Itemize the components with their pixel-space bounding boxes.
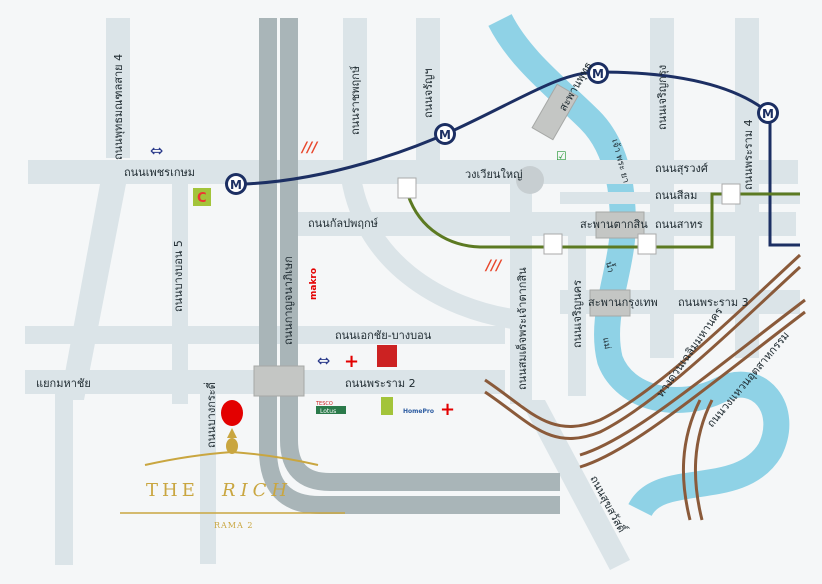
taksin-bridge	[595, 211, 645, 239]
svg-text:Lotus: Lotus	[320, 408, 336, 415]
label-surawong: ถนนสุรวงศ์	[655, 162, 708, 175]
mrt-station-icon: M	[587, 62, 609, 84]
krungthep-bridge	[589, 289, 631, 317]
label-bangkradi: ถนนบางกระดี่	[203, 382, 218, 448]
label-krungthep-bridge: สะพานกรุงเทพ	[588, 296, 658, 309]
project-location-pin	[221, 400, 243, 438]
the-rich-logo: THE RICH RAMA 2	[120, 438, 345, 530]
svg-text:M: M	[762, 107, 774, 121]
label-kanchanaphisek: ถนนกาญจนาภิเษก	[282, 256, 295, 345]
label-charoen-krung: ถนนเจริญกรุง	[656, 65, 669, 130]
bigc-icon	[381, 397, 393, 415]
label-rama-2: ถนนพระราม 2	[345, 377, 416, 390]
label-ekachai-bangbon: ถนนเอกชัย-บางบอน	[335, 329, 432, 342]
logo-rich: RICH	[221, 480, 292, 501]
carrefour-icon: ⇔	[150, 141, 163, 160]
label-rama-3: ถนนพระราม 3	[678, 296, 749, 309]
makro-logo-icon: ///	[484, 258, 503, 274]
label-wongwian-yai: วงเวียนใหญ่	[465, 168, 522, 181]
tesco-label: TESCO	[315, 401, 333, 407]
bts-stations	[397, 177, 741, 255]
expressways	[484, 253, 806, 521]
label-phetkasem: ถนนเพชรเกษม	[124, 166, 195, 179]
label-river-2: น้ำ	[603, 260, 618, 273]
label-charoen-nakhon: ถนนเจริญนคร	[571, 280, 584, 348]
homepro-logo: HomePro	[403, 408, 434, 415]
poi-icons: ⇔ C /// /// ☑ ⇔ + + TESCO Lotus HomePro …	[150, 140, 567, 420]
mrt-line	[244, 70, 800, 247]
chao-phraya-river	[488, 13, 790, 518]
road-labels: ถนนเพชรเกษม ถนนกัลปพฤกษ์ วงเวียนใหญ่ ถนน…	[36, 54, 792, 536]
mrt-station-icon: M	[434, 123, 456, 145]
mrt-stations: M M M M	[225, 62, 779, 195]
label-silom: ถนนสีลม	[655, 189, 697, 202]
hospital-cross-icon: +	[344, 351, 359, 372]
kanchanaphisek-highway	[253, 18, 560, 514]
label-phutthamonthon-4: ถนนพุทธมณฑลสาย 4	[112, 54, 125, 160]
label-river-3: แม่	[600, 337, 612, 350]
svg-text:M: M	[592, 67, 604, 81]
label-rama-4: ถนนพระราม 4	[742, 119, 755, 190]
phut-bridge	[531, 83, 579, 141]
logo-subtitle: RAMA 2	[214, 521, 253, 530]
bts-station-icon	[397, 177, 417, 199]
hospital-green-icon: ☑	[556, 149, 567, 163]
svg-text:C: C	[197, 191, 207, 206]
label-kanlapaphruek: ถนนกัลปพฤกษ์	[308, 217, 378, 230]
svg-text:M: M	[439, 128, 451, 142]
logo-the: THE	[146, 480, 199, 501]
label-mahachai-junction: แยกมหาชัย	[36, 377, 91, 390]
bts-station-icon	[543, 233, 563, 255]
central-mall-icon	[377, 345, 397, 367]
mrt-station-icon: M	[225, 173, 247, 195]
makro-logo-icon: ///	[300, 140, 319, 156]
label-bangbon-5: ถนนบางบอน 5	[172, 240, 185, 312]
makro-label: makro	[309, 268, 319, 300]
lotus-logo-icon	[316, 406, 346, 414]
label-somdet-phra-chao-taksin: ถนนสมเด็จพระเจ้าตากสิน	[515, 267, 529, 390]
carrefour-icon: ⇔	[317, 351, 330, 370]
bts-station-icon	[721, 183, 741, 205]
hospital-cross-icon: +	[440, 399, 455, 420]
bts-station-icon	[637, 233, 657, 255]
label-charan: ถนนจรัญฯ	[422, 68, 435, 118]
label-taksin-bridge: สะพานตากสิน	[580, 218, 648, 231]
label-ratchaphruek: ถนนราชพฤกษ์	[349, 66, 362, 135]
mrt-station-icon: M	[757, 102, 779, 124]
overpass	[253, 365, 305, 397]
svg-text:M: M	[230, 178, 242, 192]
label-sathorn: ถนนสาทร	[655, 218, 703, 231]
bigc-icon	[193, 188, 211, 206]
